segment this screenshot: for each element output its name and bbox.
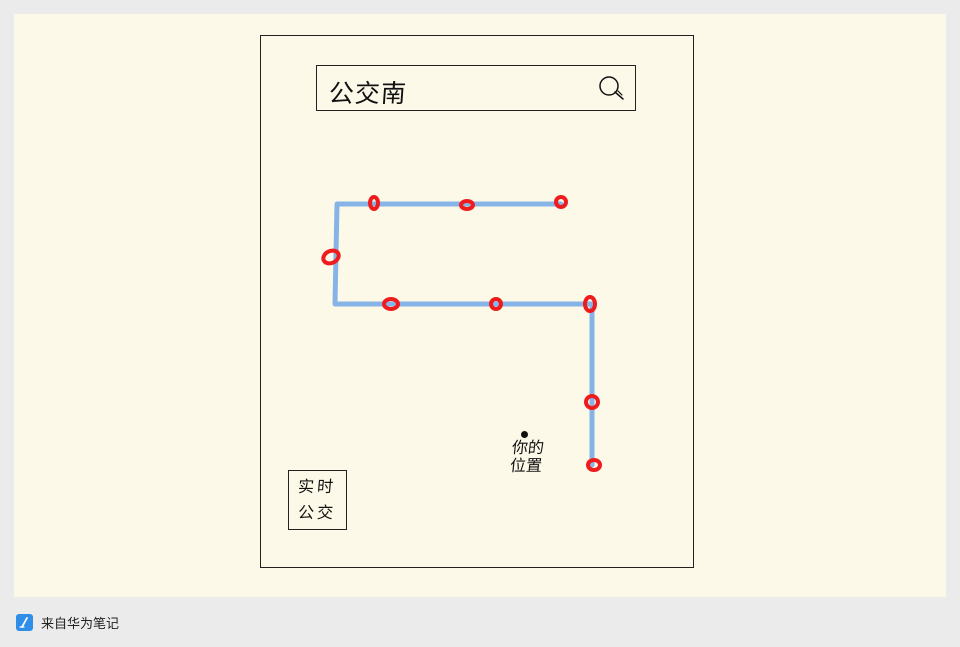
search-bar[interactable]: 公交南: [316, 65, 636, 111]
bus-stop: [382, 297, 400, 311]
route-line: [332, 201, 595, 468]
bus-stop: [583, 295, 597, 313]
bus-route-map: [321, 195, 602, 472]
footer-attribution: 来自华为笔记: [16, 612, 119, 632]
bus-stop: [554, 195, 568, 209]
bus-stop: [459, 199, 475, 211]
realtime-label-line2: 公交: [297, 503, 338, 522]
location-dot: [521, 431, 528, 438]
bus-stop: [586, 458, 602, 472]
bus-stop: [321, 248, 341, 266]
current-location-marker: 你的 位置: [505, 431, 547, 487]
search-icon[interactable]: [597, 74, 627, 102]
realtime-bus-button[interactable]: 实时 公交: [288, 470, 347, 530]
bus-stops: [321, 195, 602, 472]
note-canvas: 公交南 你的: [14, 14, 946, 597]
footer-text: 来自华为笔记: [41, 616, 120, 632]
realtime-label-line1: 实时: [297, 477, 338, 496]
bus-stop: [368, 195, 380, 211]
phone-screen-sketch: 公交南 你的: [260, 35, 694, 568]
bus-stop: [489, 297, 503, 311]
location-label: 你的 位置: [509, 438, 545, 475]
bus-stop: [584, 394, 600, 410]
note-app-icon: [16, 613, 33, 631]
